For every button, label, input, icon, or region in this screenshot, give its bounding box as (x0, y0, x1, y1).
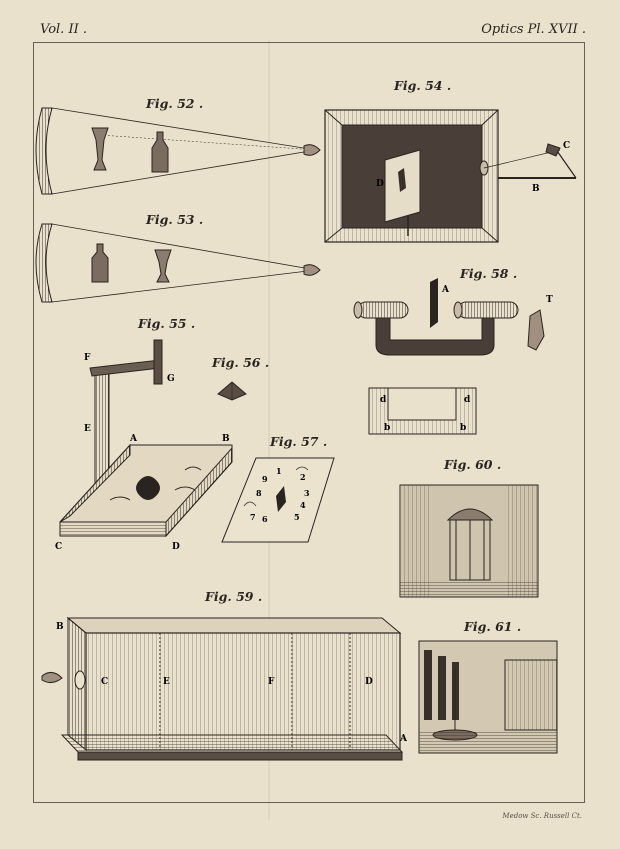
fig-57-num-8: 8 (256, 488, 262, 498)
fig-55-letter-f: F (84, 353, 91, 363)
fig-61-drawing (418, 640, 558, 754)
fig-57-caption: Fig. 57 . (270, 434, 328, 449)
fig-59-letter-f: F (268, 677, 275, 687)
fig-55-letter-d: D (172, 542, 180, 552)
fig-58-letter-d2: d (464, 395, 471, 405)
fig-55-letter-a: A (129, 434, 138, 444)
fig-58-letter-b1: b (384, 423, 390, 433)
fig-59-letter-d: D (365, 677, 373, 687)
fig-58-letter-b2: b (460, 423, 466, 433)
fig-55-letter-c: C (55, 542, 62, 552)
fig-52-drawing (35, 107, 321, 195)
fig-59-letter-e: E (163, 677, 170, 687)
fig-57-drawing: 1 2 3 4 5 6 7 8 9 (221, 457, 335, 543)
fig-55-drawing: F G E A B C D (55, 339, 233, 552)
fig-57-num-2: 2 (300, 472, 306, 482)
fig-56-drawing (217, 381, 247, 401)
fig-58-letter-a: A (441, 285, 450, 295)
fig-60-caption: Fig. 60 . (444, 457, 502, 472)
fig-55-letter-g: G (167, 374, 175, 384)
fig-54-caption: Fig. 54 . (394, 78, 452, 93)
volume-header: Vol. II . (40, 22, 87, 37)
fig-57-num-6: 6 (262, 514, 268, 524)
fig-59-drawing: B C E F D A (41, 616, 408, 761)
fig-59-letter-c: C (101, 677, 108, 687)
fig-58-caption: Fig. 58 . (460, 266, 518, 281)
fig-58-letter-t: T (546, 295, 553, 305)
fig-59-letter-a: A (399, 734, 408, 744)
fig-56-caption: Fig. 56 . (212, 355, 270, 370)
plate-border (33, 42, 585, 803)
fig-57-num-1: 1 (276, 466, 282, 476)
engraver-credit: Medow Sc. Russell Ct. (502, 812, 582, 820)
fig-53-drawing (35, 223, 321, 303)
fig-54-letter-d: D (376, 179, 384, 189)
fig-57-num-9: 9 (262, 474, 268, 484)
fig-57-num-7: 7 (250, 512, 256, 522)
fig-54-letter-b: B (532, 184, 540, 194)
fig-54-drawing: C B D (324, 109, 577, 243)
fig-57-num-4: 4 (300, 500, 306, 510)
fig-58-letter-d1: d (380, 395, 387, 405)
fig-59-caption: Fig. 59 . (205, 589, 263, 604)
fig-54-letter-c: C (563, 141, 570, 151)
fig-61-caption: Fig. 61 . (464, 619, 522, 634)
fig-52-caption: Fig. 52 . (146, 96, 204, 111)
fig-55-letter-b: B (222, 434, 230, 444)
plate-header: Optics Pl. XVII . (481, 22, 586, 37)
fig-58-drawing: A T d d b b (353, 278, 553, 435)
fig-55-caption: Fig. 55 . (138, 316, 196, 331)
fig-55-letter-e: E (84, 424, 91, 434)
fig-57-num-3: 3 (304, 488, 310, 498)
fig-60-drawing (399, 484, 539, 598)
page-fold (268, 40, 270, 820)
fig-53-caption: Fig. 53 . (146, 212, 204, 227)
fig-59-letter-b: B (56, 622, 64, 632)
fig-57-num-5: 5 (294, 512, 300, 522)
